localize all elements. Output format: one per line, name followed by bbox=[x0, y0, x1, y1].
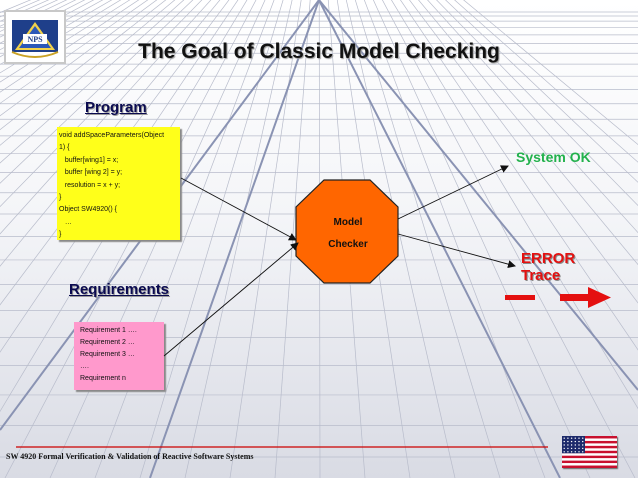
grid-line bbox=[391, 0, 638, 410]
error-trace-label: ERROR Trace bbox=[521, 250, 575, 284]
grid-line bbox=[184, 0, 293, 478]
code-line: } bbox=[59, 194, 62, 202]
grid-line bbox=[427, 0, 638, 234]
footer-course-title: SW 4920 Formal Verification & Validation… bbox=[6, 452, 254, 461]
error-trace-arrow-icon bbox=[560, 287, 611, 308]
code-line: 1) { bbox=[59, 144, 70, 152]
requirement-item: Requirement 3 … bbox=[80, 351, 135, 358]
error-line1: ERROR bbox=[521, 250, 576, 267]
grid-line bbox=[363, 0, 546, 478]
grid-line bbox=[0, 0, 212, 235]
program-heading: Program bbox=[85, 99, 147, 116]
model-checker-line1: Model bbox=[333, 217, 363, 228]
code-line: Object SW4920() { bbox=[59, 206, 117, 214]
grid-line bbox=[382, 0, 636, 478]
code-line: … bbox=[59, 218, 72, 226]
grid-line bbox=[0, 0, 194, 184]
grid-line bbox=[336, 0, 411, 478]
grid-line bbox=[274, 0, 311, 478]
perspective-ray bbox=[318, 0, 638, 391]
grid-line bbox=[436, 0, 638, 207]
requirement-item: Requirement 1 …. bbox=[80, 327, 137, 334]
grid-line bbox=[409, 0, 638, 304]
program-code-box: void addSpaceParameters(Object 1) { buff… bbox=[57, 127, 180, 240]
requirement-item: …. bbox=[80, 363, 89, 370]
perspective-ray bbox=[318, 0, 561, 478]
system-ok-label: System OK bbox=[516, 149, 591, 165]
svg-text:NPS: NPS bbox=[27, 35, 43, 44]
code-line: buffer [wing 2] = y; bbox=[59, 169, 123, 177]
model-checker-octagon bbox=[295, 179, 399, 284]
grid-line bbox=[400, 0, 638, 351]
error-line2: Trace bbox=[521, 267, 561, 284]
grid-line bbox=[418, 0, 638, 266]
error-arrow bbox=[397, 233, 516, 269]
ok-arrow bbox=[397, 165, 509, 220]
code-line: buffer[wing1] = x; bbox=[59, 156, 119, 164]
us-flag-icon bbox=[562, 436, 617, 469]
requirements-box: Requirement 1 …. Requirement 2 … Require… bbox=[74, 322, 164, 390]
program-arrow bbox=[180, 177, 297, 241]
requirement-item: Requirement n bbox=[80, 375, 126, 382]
code-line: void addSpaceParameters(Object bbox=[59, 132, 165, 139]
grid-line bbox=[0, 0, 203, 208]
error-trace-dash bbox=[505, 295, 535, 300]
requirement-item: Requirement 2 … bbox=[80, 339, 135, 346]
nps-crest-icon: NPS bbox=[4, 10, 66, 64]
perspective-ray bbox=[149, 0, 320, 478]
grid-line bbox=[229, 0, 302, 478]
code-line: resolution = x + y; bbox=[59, 181, 121, 189]
grid-line bbox=[372, 0, 591, 478]
grid-line bbox=[327, 0, 366, 478]
requirements-arrow bbox=[163, 242, 299, 357]
grid-line bbox=[139, 0, 284, 478]
requirements-heading: Requirements bbox=[69, 281, 170, 298]
grid-line bbox=[345, 0, 456, 478]
code-line: } bbox=[59, 231, 62, 239]
model-checker-line2: Checker bbox=[328, 239, 368, 250]
grid-line bbox=[318, 0, 321, 478]
slide-title: The Goal of Classic Model Checking bbox=[138, 40, 500, 63]
model-checker-label: Model Checker bbox=[296, 212, 400, 256]
grid-line bbox=[445, 0, 638, 183]
